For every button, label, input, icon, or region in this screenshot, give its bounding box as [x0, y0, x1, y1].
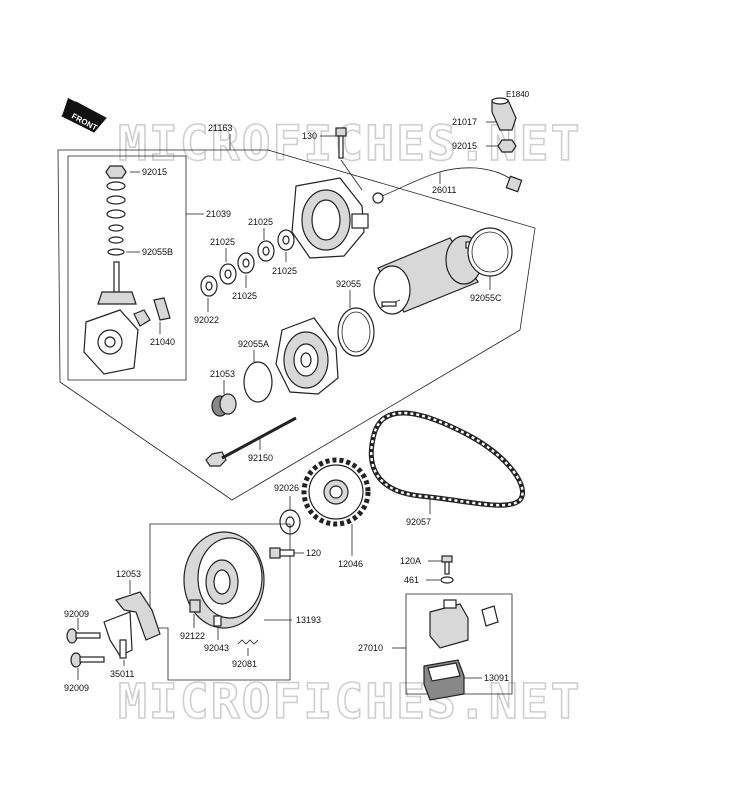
label-26011: 26011: [432, 185, 456, 195]
label-92009-bottom: 92009: [64, 683, 89, 693]
label-13091: 13091: [484, 673, 509, 683]
label-92150: 92150: [248, 453, 273, 463]
washers-21025-icon: [200, 229, 295, 297]
motor-body-icon: [373, 235, 483, 315]
front-cover-icon: [291, 177, 369, 259]
terminal-cap-21017-icon: [491, 97, 517, 131]
label-92055B: 92055B: [142, 247, 173, 257]
label-120A: 120A: [400, 556, 421, 566]
label-21025-top: 21025: [248, 217, 273, 227]
label-92057: 92057: [406, 517, 431, 527]
o-ring-92055C-icon: [467, 227, 513, 277]
label-92043: 92043: [204, 643, 229, 653]
starter-cable-26011-icon: [372, 167, 523, 204]
label-92055A: 92055A: [238, 339, 269, 349]
label-21053: 21053: [210, 369, 235, 379]
label-92122: 92122: [180, 631, 205, 641]
clutch-housing-icon: [183, 531, 265, 629]
roller-92122-icon: [189, 599, 201, 613]
label-92081: 92081: [232, 659, 257, 669]
figure-code: E1840: [506, 90, 530, 99]
label-461: 461: [404, 575, 419, 585]
label-92022: 92022: [194, 315, 219, 325]
spring-92081-icon: [237, 639, 259, 645]
rear-cover-icon: [275, 317, 339, 395]
starter-gear-12046-icon: [301, 457, 371, 527]
bolt-92009-bottom-icon: [70, 652, 105, 668]
bolt-120-icon: [269, 547, 295, 559]
starter-relay-27010-icon: [429, 599, 499, 649]
label-92015-top: 92015: [452, 141, 477, 151]
label-21039: 21039: [206, 209, 231, 219]
screw-120A-icon: [441, 555, 453, 575]
pinion-gear-21053-icon: [211, 393, 237, 417]
label-92055C: 92055C: [470, 293, 502, 303]
relay-cover-13091-icon: [423, 659, 465, 701]
bolt-92009-top-icon: [66, 628, 101, 644]
label-92015-stack: 92015: [142, 167, 167, 177]
front-arrow-icon: FRONT: [61, 98, 107, 133]
long-bolt-92150-icon: [205, 416, 297, 467]
o-ring-92055A-icon: [243, 361, 273, 403]
starter-assembly-frame: [57, 149, 536, 501]
label-92026: 92026: [274, 483, 299, 493]
washer-461-icon: [440, 576, 454, 584]
label-21017: 21017: [452, 117, 477, 127]
brush-holder-frame: [67, 155, 187, 381]
brush-spring-21040-icon: [153, 297, 171, 321]
label-21040: 21040: [150, 337, 175, 347]
label-21025-left: 21025: [210, 237, 235, 247]
label-12053: 12053: [116, 569, 141, 579]
brush-plate-icon: [83, 261, 151, 375]
bracket-12053-icon: [103, 591, 161, 657]
brush-stack-icon: [105, 165, 127, 256]
label-130: 130: [302, 131, 317, 141]
label-35011: 35011: [110, 669, 134, 679]
watermark-bottom: MICROFICHES.NET: [118, 674, 581, 730]
label-13193: 13193: [296, 615, 321, 625]
plunger-92043-icon: [213, 615, 222, 627]
o-ring-92055-icon: [337, 307, 375, 357]
relay-frame: [405, 593, 513, 695]
nut-92015-icon: [497, 139, 517, 153]
label-92055: 92055: [336, 279, 361, 289]
collar-35011-icon: [119, 639, 127, 659]
label-21025-bottom: 21025: [232, 291, 257, 301]
label-92009-top: 92009: [64, 609, 89, 619]
label-120: 120: [306, 548, 321, 558]
bolt-130-icon: [335, 127, 347, 159]
label-12046: 12046: [338, 559, 363, 569]
label-21163: 21163: [208, 123, 232, 133]
label-27010: 27010: [358, 643, 383, 653]
belt-92057-icon: [368, 410, 525, 508]
label-21025-right: 21025: [272, 266, 297, 276]
